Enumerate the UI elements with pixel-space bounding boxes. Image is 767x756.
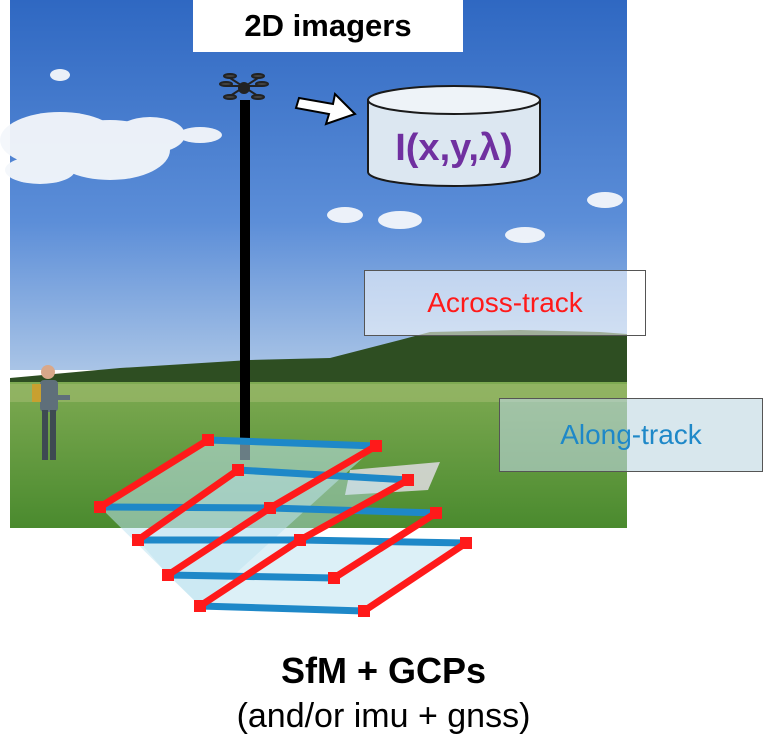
along-track-label: Along-track — [560, 419, 702, 450]
arrow-right-icon — [294, 91, 357, 126]
caption-sub: (and/or imu + gnss) — [236, 697, 531, 735]
caption-main: SfM + GCPs — [280, 650, 487, 691]
imager-title: 2D imagers — [193, 0, 463, 52]
along-track-label-box: Along-track — [499, 398, 763, 472]
gcp-markers — [94, 434, 472, 617]
across-track-lines — [96, 436, 470, 615]
across-track-label-box: Across-track — [364, 270, 646, 336]
mast-pole — [240, 100, 250, 460]
database-icon — [367, 85, 541, 187]
footprint-grid — [94, 434, 472, 617]
field-band — [10, 384, 627, 402]
person-figure — [32, 365, 70, 460]
storage-label: I(x,y,λ) — [395, 127, 513, 169]
across-track-label: Across-track — [427, 287, 583, 318]
drone-icon — [219, 73, 269, 100]
clouds — [0, 69, 623, 243]
tree-line — [10, 330, 627, 385]
